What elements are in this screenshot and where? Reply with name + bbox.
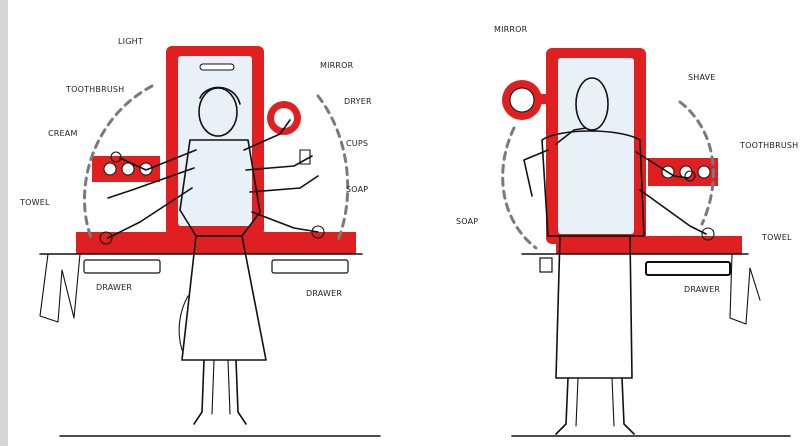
reach-arc-left-b [318, 96, 348, 240]
drawer-left-2 [272, 260, 348, 273]
towel-left [40, 254, 80, 322]
right-vanity-scene: MIRROR SHAVE TOOTHBRUSH SOAP TOWEL DRAWE… [456, 25, 798, 436]
soap-box-right [540, 258, 552, 272]
label-soap-left: SOAP [346, 185, 368, 194]
towel-right [730, 254, 760, 324]
mirror-glass-right [558, 58, 634, 234]
label-drawer-left-2: DRAWER [306, 289, 342, 298]
label-mirror-right: MIRROR [494, 25, 528, 34]
dryer-hole-left [274, 108, 294, 128]
label-mirror-left: MIRROR [320, 61, 354, 70]
label-drawer-right: DRAWER [684, 285, 720, 294]
drawer-right [646, 262, 730, 275]
label-towel-left: TOWEL [19, 198, 50, 207]
light-fixture-left [200, 64, 234, 70]
label-shave: SHAVE [688, 73, 716, 82]
label-cups: CUPS [346, 139, 368, 148]
label-dryer: DRYER [344, 97, 372, 106]
label-cream: CREAM [48, 129, 78, 138]
label-light: LIGHT [118, 37, 143, 46]
label-towel-right: TOWEL [761, 233, 792, 242]
label-toothbrush-left: TOOTHBRUSH [65, 85, 124, 94]
label-toothbrush-right: TOOTHBRUSH [739, 141, 798, 150]
left-vanity-scene: LIGHT TOOTHBRUSH MIRROR DRYER CREAM CUPS… [19, 37, 380, 436]
drawer-left-1 [84, 260, 160, 273]
label-drawer-left-1: DRAWER [96, 283, 132, 292]
label-soap-right: SOAP [456, 217, 478, 226]
counter-top-right [556, 236, 742, 254]
